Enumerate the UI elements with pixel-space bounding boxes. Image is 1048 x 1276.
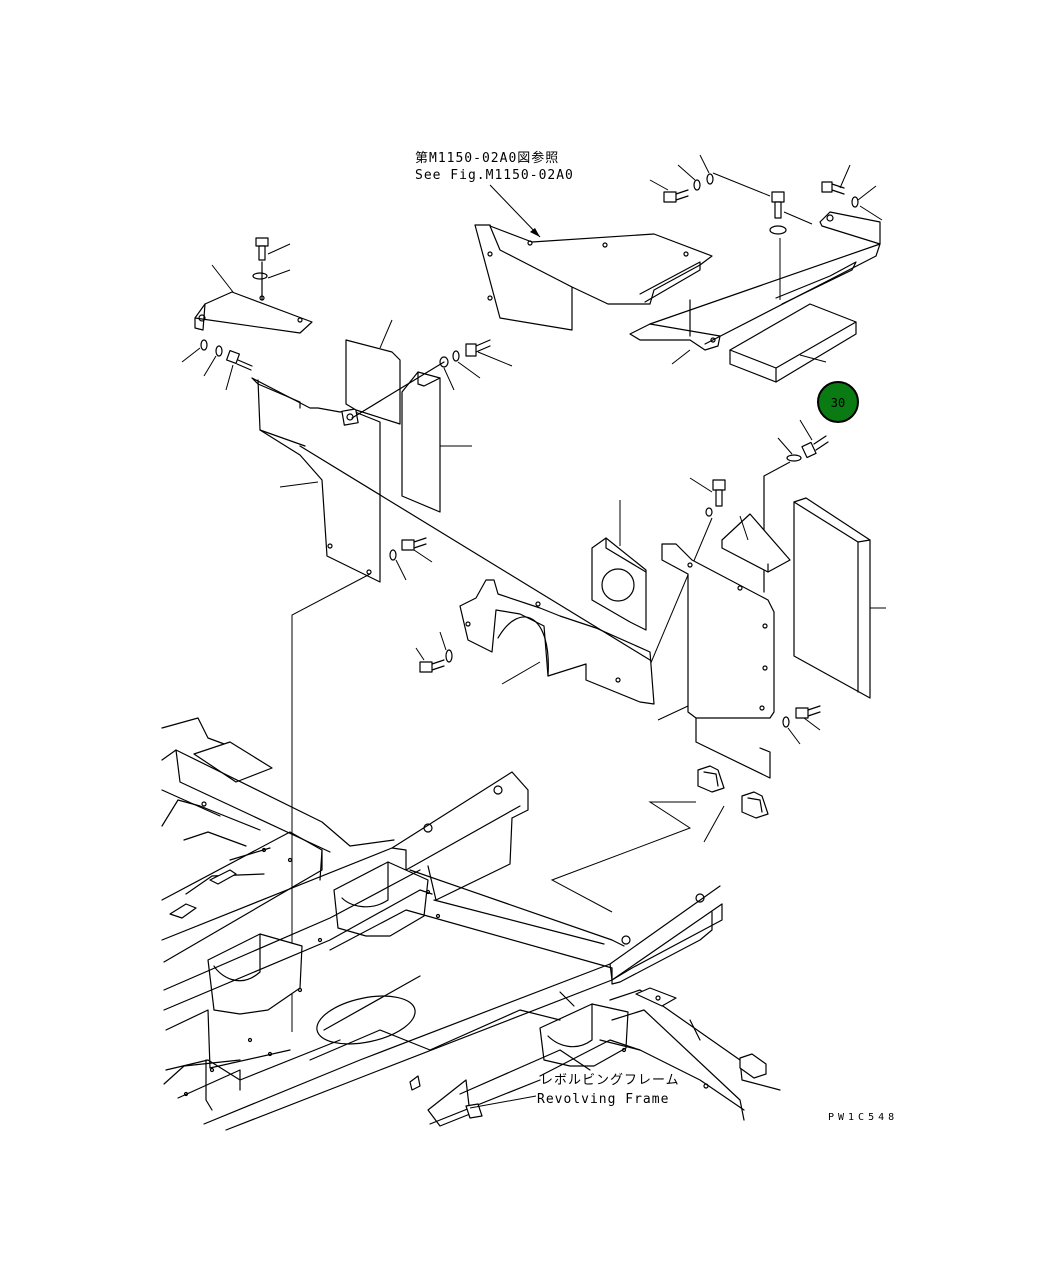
tall-pad — [793, 497, 886, 699]
bolt-icon — [255, 237, 269, 261]
upper-right-rail — [629, 211, 881, 365]
frame-label: レボルビングフレーム Revolving Frame — [469, 1073, 680, 1109]
wedge-block — [721, 513, 791, 573]
flat-pad-upper — [729, 303, 857, 383]
reference-note-en: See Fig.M1150-02A0 — [415, 168, 574, 183]
left-bolt-set — [181, 339, 253, 391]
reference-note: 第M1150-02A0図参照 See Fig.M1150-02A0 — [415, 150, 574, 238]
lower-right-bolt-set — [782, 705, 821, 745]
frame-label-en: Revolving Frame — [537, 1092, 669, 1107]
vertical-bolt — [649, 477, 726, 666]
revolving-frame — [161, 717, 781, 1131]
upper-left-bracket — [194, 237, 313, 334]
guide-lines — [291, 573, 696, 1032]
bolt-icon — [225, 349, 253, 371]
reference-note-jp: 第M1150-02A0図参照 — [415, 150, 559, 166]
left-side-panel — [251, 377, 381, 583]
part-highlight-number: 30 — [831, 396, 845, 410]
washer-icon — [252, 272, 268, 280]
part-highlight-30[interactable]: 30 — [817, 381, 859, 423]
right-bolt-set — [763, 419, 829, 593]
mid-bolt-set — [389, 537, 453, 673]
top-right-bolt-set — [649, 154, 883, 300]
center-bracket — [299, 445, 655, 705]
pad-block-tall — [401, 371, 472, 513]
pad-block-small — [345, 319, 401, 425]
square-ring-pad — [591, 500, 647, 631]
clip-set — [697, 765, 769, 843]
upper-center-cover — [474, 224, 713, 331]
drawing-code: PW1C548 — [828, 1112, 898, 1123]
middle-bolt-set — [351, 339, 513, 419]
main-side-cover — [657, 543, 775, 779]
frame-label-jp: レボルビングフレーム — [540, 1073, 680, 1088]
